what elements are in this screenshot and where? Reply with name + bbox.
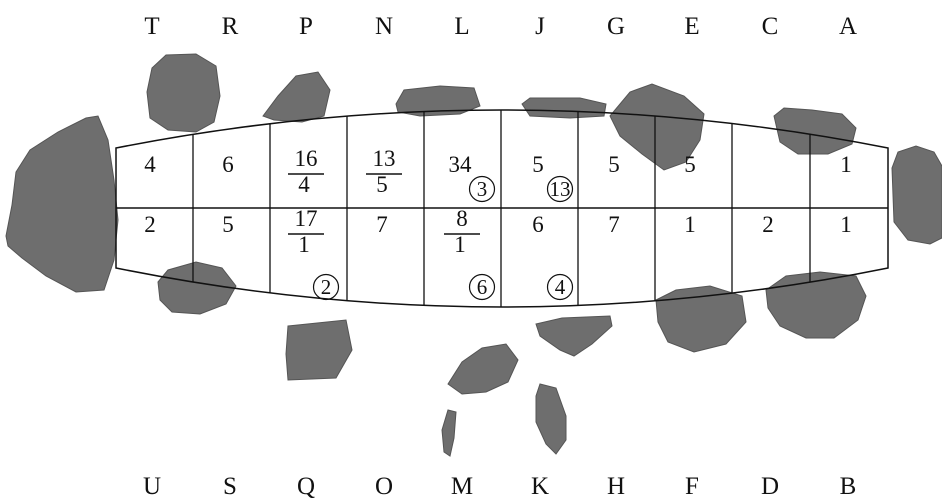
stone [442,410,456,456]
section-label-bottom: H [607,473,625,500]
section-label-bottom: U [143,473,161,500]
circled-count: 4 [555,275,566,299]
stones [6,54,942,456]
cell-count: 5 [222,212,234,237]
stone [286,320,352,380]
section-label-top: G [607,13,625,40]
section-label-top: J [535,13,545,40]
section-label-top: P [299,13,313,40]
stone [536,384,566,454]
cell-count: 34 [449,152,473,177]
section-label-top: R [222,13,239,40]
section-label-bottom: B [840,473,857,500]
stone [158,262,236,314]
section-label-top: L [454,13,469,40]
cell-count: 5 [684,152,696,177]
cell-subcount: 1 [298,232,310,257]
stone [892,146,942,244]
cell-count: 5 [608,152,620,177]
cell-count: 17 [295,206,318,231]
cell-count: 16 [295,146,318,171]
circled-count: 13 [550,177,571,201]
cell-subcount: 4 [298,172,310,197]
section-label-bottom: S [223,473,237,500]
section-label-bottom: O [375,473,393,500]
cell-count: 1 [684,212,696,237]
section-label-top: E [684,13,699,40]
section-label-bottom: Q [297,473,315,500]
stone [522,98,606,118]
cell-count: 7 [376,212,388,237]
cell-count: 7 [608,212,620,237]
section-label-bottom: M [451,473,473,500]
cell-count: 2 [144,212,156,237]
section-label-bottom: D [761,473,779,500]
cell-subcount: 1 [454,232,466,257]
section-label-bottom: K [531,473,549,500]
boat-outline [116,110,888,307]
cell-count: 2 [762,212,774,237]
section-label-top: T [144,13,159,40]
section-label-top: N [375,13,393,40]
cell-subcount: 5 [376,172,388,197]
cell-count: 1 [840,212,852,237]
stone [263,72,330,122]
section-label-top: A [839,13,857,40]
circled-count: 2 [321,275,332,299]
stone [536,316,612,356]
cell-count: 1 [840,152,852,177]
circled-count: 3 [477,177,488,201]
section-label-top: C [762,13,779,40]
cell-count: 4 [144,152,156,177]
cell-count: 6 [532,212,544,237]
cell-count: 13 [373,146,396,171]
circled-count: 6 [477,275,488,299]
section-label-bottom: F [685,473,699,500]
cell-count: 6 [222,152,234,177]
stone [6,116,118,292]
stone [147,54,220,132]
cell-count: 5 [532,152,544,177]
cell-count: 8 [456,206,468,231]
stone [448,344,518,394]
